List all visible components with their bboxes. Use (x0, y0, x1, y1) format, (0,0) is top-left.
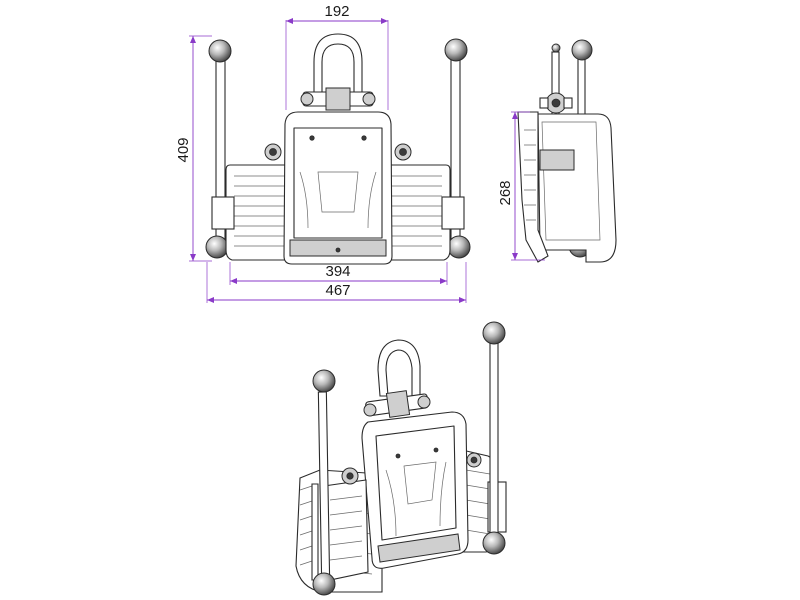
central-housing (283, 111, 393, 265)
iso-shackle (363, 339, 431, 418)
side-height-label: 268 (497, 180, 514, 205)
dimension-overall-height: 409 (175, 35, 212, 262)
dimension-overall-width: 467 (206, 262, 467, 303)
side-jaw (517, 111, 549, 263)
left-top-ball (208, 39, 232, 63)
iso-right-top-ball (482, 321, 506, 345)
iso-left-bottom-ball (312, 572, 336, 596)
left-bottom-ball (205, 235, 229, 259)
left-jaw-block (211, 164, 293, 261)
right-jaw-block (383, 164, 465, 261)
overall-height-label: 409 (175, 137, 192, 162)
iso-right-bottom-ball (482, 531, 506, 555)
right-bottom-ball (447, 235, 471, 259)
dimension-body-width: 394 (229, 262, 448, 285)
iso-housing (361, 411, 469, 569)
iso-right-handle-rod (489, 341, 499, 543)
dimension-shackle-width: 192 (285, 3, 389, 110)
front-view (205, 33, 471, 265)
side-top-ball (571, 39, 593, 61)
shackle-width-label: 192 (324, 3, 349, 20)
dimension-side-height: 268 (497, 111, 545, 261)
iso-left-top-ball (312, 369, 336, 393)
overall-width-label: 467 (325, 282, 350, 299)
lifting-shackle (300, 33, 376, 111)
body-width-label: 394 (325, 263, 350, 280)
side-view (517, 39, 617, 263)
isometric-view (295, 321, 507, 596)
right-top-ball (444, 38, 468, 62)
